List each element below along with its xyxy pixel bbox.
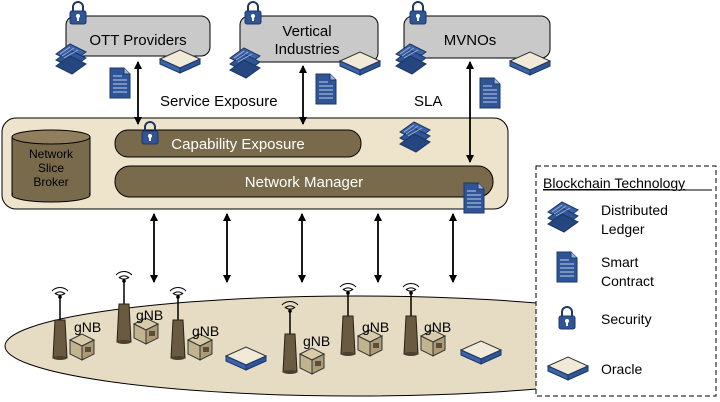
platform-contract-icon — [463, 182, 485, 214]
ott-contract-icon — [109, 67, 131, 99]
legend-ledger-label-2: Ledger — [601, 221, 645, 237]
ott-providers-label: OTT Providers — [89, 32, 186, 49]
vertical-contract-icon — [315, 73, 337, 105]
broker-label-3: Broker — [33, 175, 68, 189]
mvnos-label: MVNOs — [444, 32, 497, 49]
network-slice-broker: Network Slice Broker — [11, 129, 91, 203]
capability-exposure-label: Capability Exposure — [171, 136, 304, 153]
capability-exposure-bar — [114, 129, 362, 158]
legend-contract-label-1: Smart — [601, 254, 638, 270]
mvno-contract-icon — [479, 77, 501, 109]
vertical-label-1: Vertical — [282, 23, 331, 40]
vertical-industries-box — [239, 15, 379, 63]
gnb-label-6: gNB — [424, 319, 451, 335]
vertical-lock-icon — [244, 1, 262, 25]
ott-lock-icon — [69, 1, 87, 25]
mvno-lock-icon — [409, 1, 427, 25]
gnb-label-3: gNB — [192, 323, 219, 339]
legend-ledger-label-1: Distributed — [601, 202, 668, 218]
mvnos-box — [403, 15, 551, 59]
legend-contract-icon — [556, 251, 578, 283]
gnb-label-4: gNB — [303, 333, 330, 349]
gnb-label-2: gNB — [136, 307, 163, 323]
sla-label: SLA — [414, 93, 442, 110]
gnb-label-5: gNB — [362, 319, 389, 335]
legend-security-label: Security — [601, 311, 652, 327]
vertical-label-2: Industries — [274, 41, 339, 58]
gnb-label-1: gNB — [74, 319, 101, 335]
legend-contract-label-2: Contract — [601, 273, 654, 289]
broker-label-1: Network — [29, 147, 74, 161]
service-exposure-label: Service Exposure — [160, 93, 278, 110]
broker-label-2: Slice — [38, 161, 64, 175]
legend-oracle-label: Oracle — [601, 361, 642, 377]
network-manager-bar — [114, 165, 494, 198]
legend-title: Blockchain Technology — [543, 175, 685, 191]
ott-providers-box — [65, 15, 211, 57]
network-manager-label: Network Manager — [245, 174, 363, 191]
